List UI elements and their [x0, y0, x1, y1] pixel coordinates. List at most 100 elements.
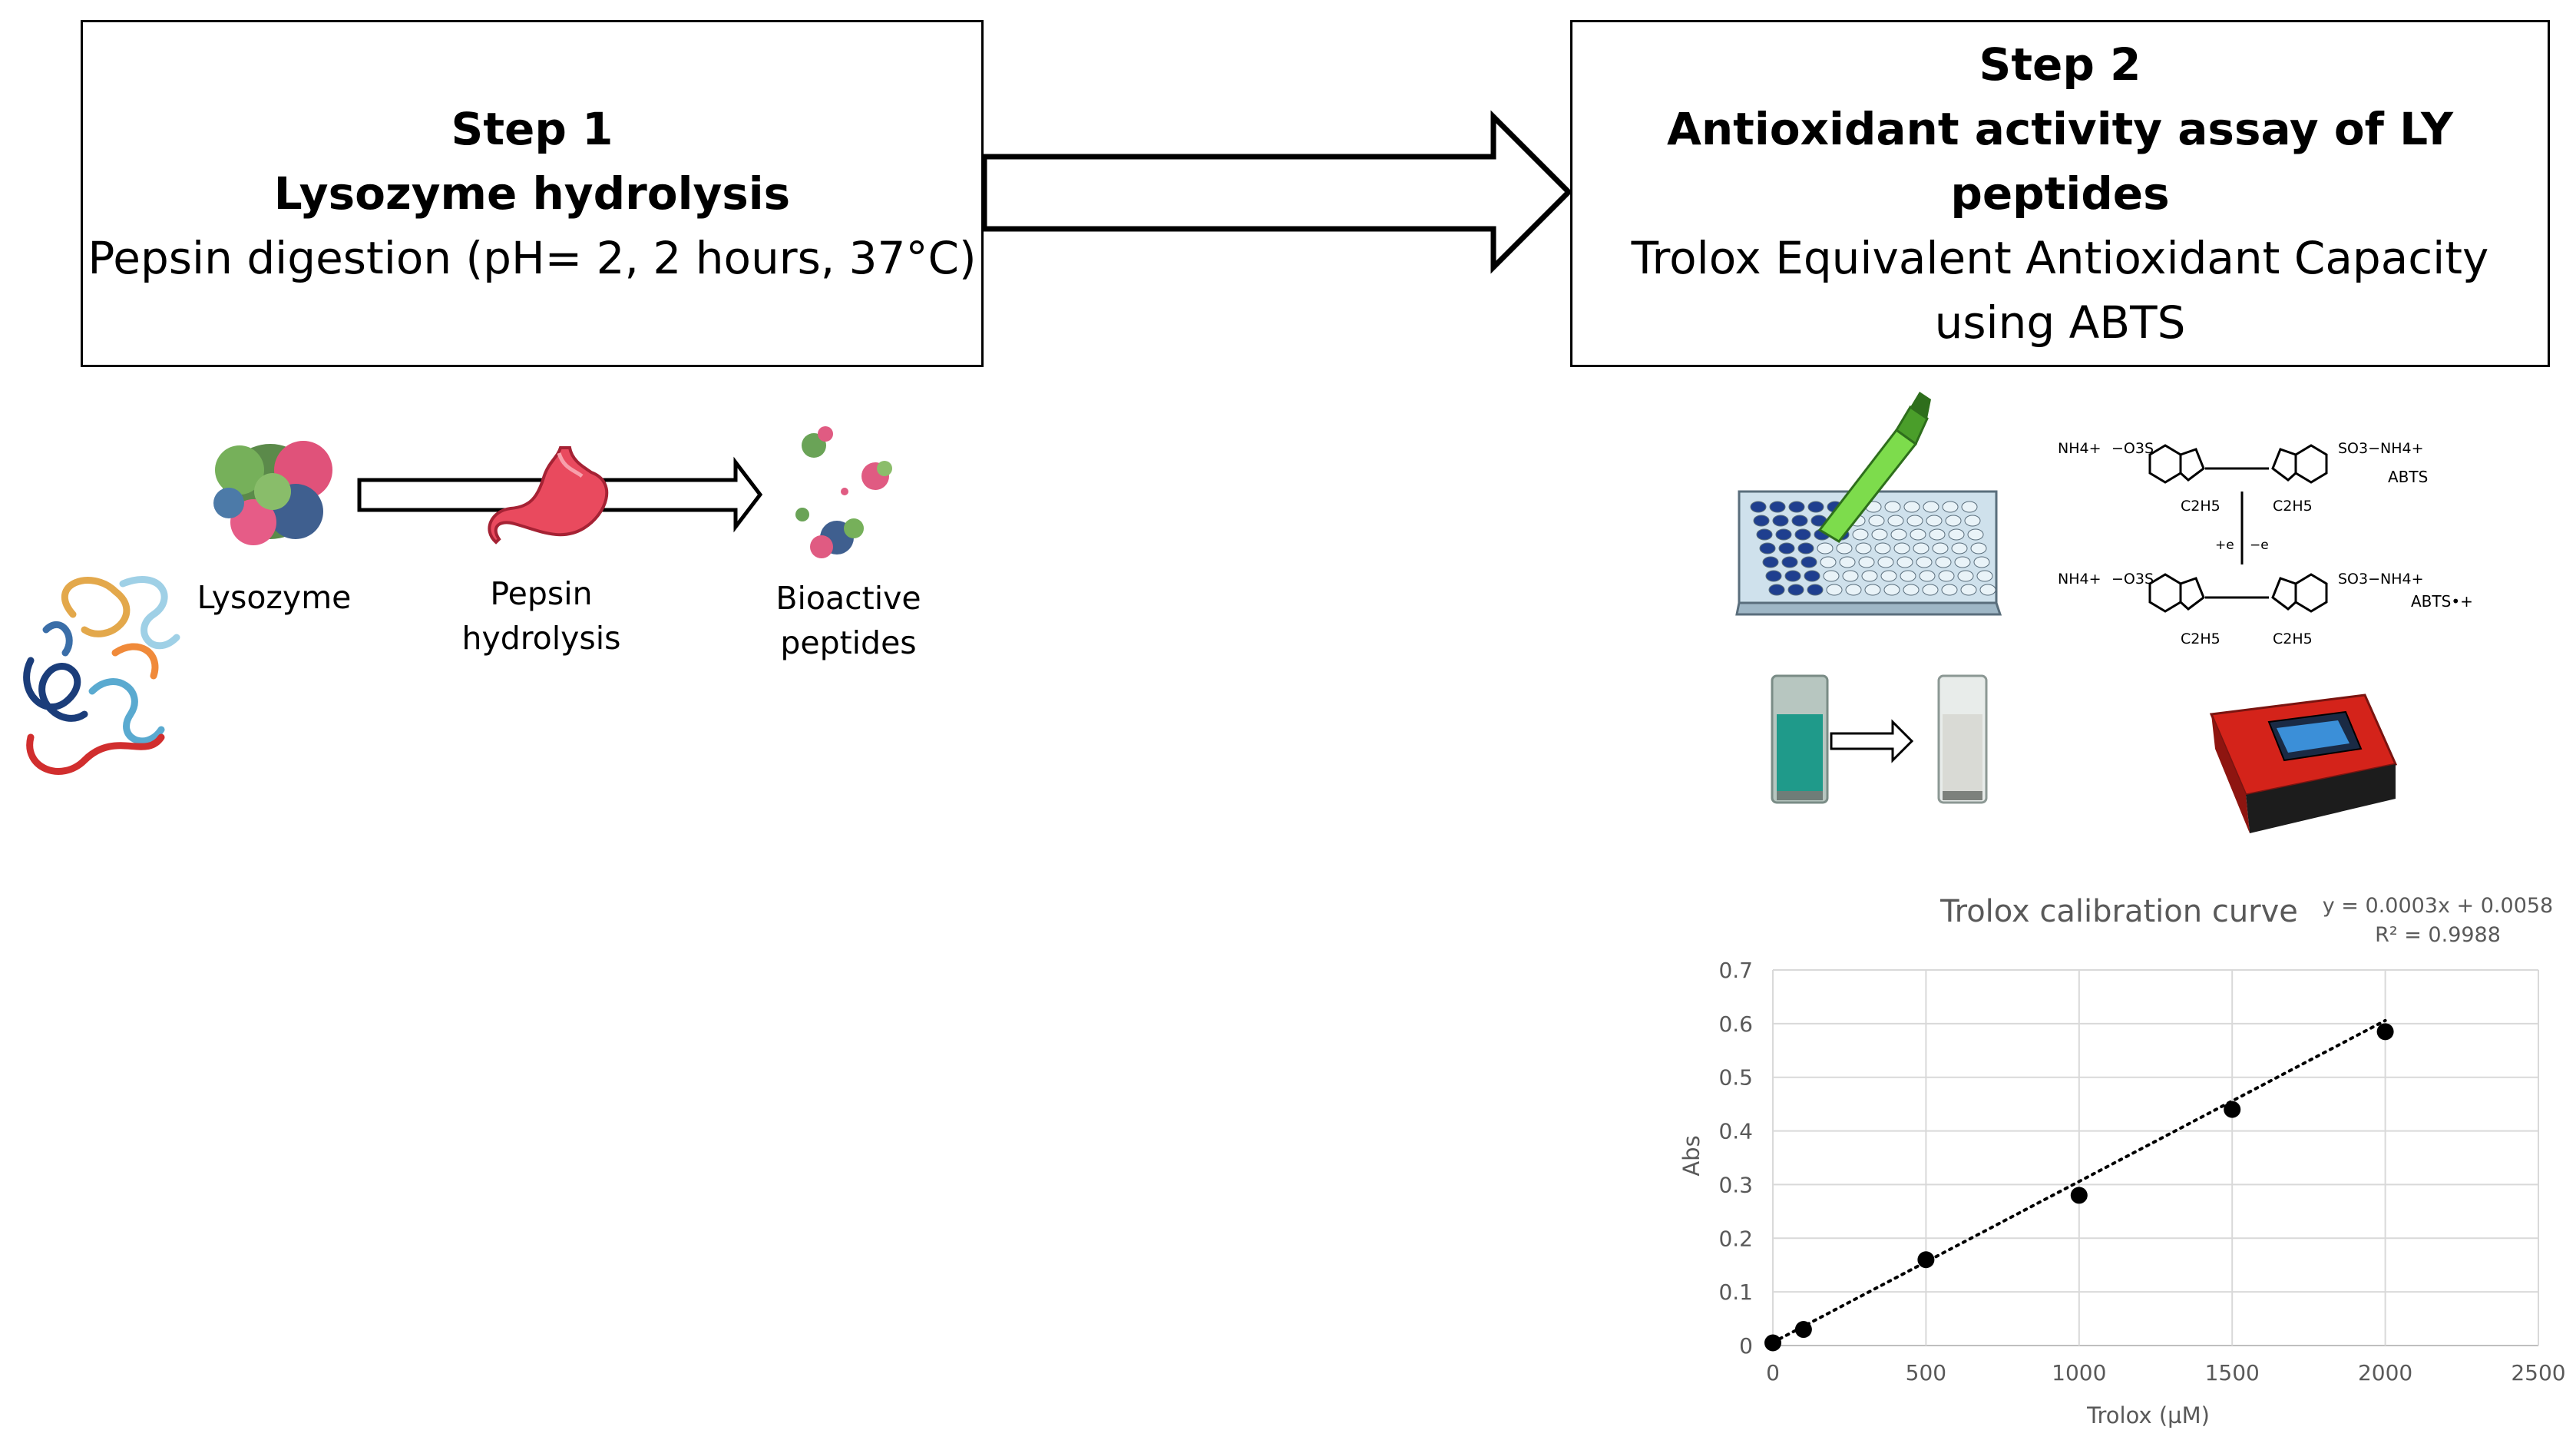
- microplate-well: [1842, 570, 1859, 582]
- stomach-icon: [488, 446, 609, 545]
- x-tick-label: 1500: [2205, 1360, 2260, 1385]
- abts-structure-icon: [2148, 444, 2328, 613]
- microplate-well: [1938, 570, 1955, 582]
- microplate-well: [1855, 542, 1872, 554]
- microplate-well: [1970, 542, 1987, 554]
- abts-ethyl-left-bottom: C2H5: [2181, 631, 2221, 647]
- x-tick-label: 0: [1766, 1360, 1780, 1385]
- color-change-arrow-icon: [1830, 719, 1914, 763]
- microplate-well: [1976, 570, 1993, 582]
- microplate-well: [1948, 528, 1965, 541]
- microplate-well: [1967, 528, 1984, 541]
- microplate-well: [1935, 556, 1952, 568]
- bioactive-label-line2: peptides: [780, 624, 917, 661]
- step1-box: Step 1 Lysozyme hydrolysis Pepsin digest…: [81, 20, 984, 367]
- microplate-well: [1845, 584, 1862, 596]
- reaction-reduce-label: +e: [2215, 538, 2234, 553]
- microplate-well: [1874, 542, 1891, 554]
- microplate-well: [1896, 556, 1913, 568]
- data-point: [2376, 1023, 2394, 1041]
- microplate-well: [1910, 528, 1926, 541]
- microplate-well: [1765, 570, 1782, 582]
- peptide-fragments-icon: [795, 426, 892, 558]
- abts-label-top: ABTS: [2388, 468, 2428, 486]
- microplate-well: [1807, 584, 1824, 596]
- abts-sulfonate-left-top: −O3S: [2111, 440, 2154, 457]
- cuvette-blue-icon: [1771, 674, 1829, 804]
- microplate-well: [1893, 542, 1910, 554]
- abts-cation-left-top: NH4+: [2058, 440, 2101, 457]
- lysozyme-protein-icon: [213, 441, 332, 545]
- microplate-well: [1836, 542, 1853, 554]
- spectrophotometer-icon: [2209, 694, 2398, 833]
- microplate-well: [1883, 584, 1900, 596]
- microplate-well: [1919, 570, 1936, 582]
- pipette-icon: [1817, 392, 1931, 543]
- microplate-well: [1916, 556, 1933, 568]
- microplate-well: [1787, 584, 1804, 596]
- microplate-well: [1759, 542, 1776, 554]
- abts-cation-right-top: NH4+: [2380, 440, 2424, 457]
- microplate-well: [1791, 515, 1808, 527]
- step2-detail-line1: Trolox Equivalent Antioxidant Capacity: [1631, 232, 2489, 284]
- trendline-r2: R² = 0.9988: [2375, 923, 2501, 947]
- microplate-well: [1903, 501, 1920, 513]
- lysozyme-label: Lysozyme: [197, 579, 352, 616]
- abts-cation-right-bottom: NH4+: [2380, 571, 2424, 588]
- microplate-well: [1951, 542, 1968, 554]
- microplate-well: [1868, 515, 1885, 527]
- step-arrow-icon: [981, 110, 1572, 274]
- microplate-well: [1877, 556, 1894, 568]
- microplate-well: [1778, 542, 1795, 554]
- microplate-well: [1884, 501, 1901, 513]
- microplate-well: [1794, 528, 1811, 541]
- microplate-well: [1880, 570, 1897, 582]
- microplate-well: [1960, 584, 1977, 596]
- trendline: [1771, 1018, 2387, 1344]
- data-point: [2224, 1101, 2241, 1118]
- step2-box: Step 2 Antioxidant activity assay of LY …: [1570, 20, 2550, 367]
- microplate-well: [1839, 556, 1856, 568]
- microplate-well: [1923, 501, 1939, 513]
- x-axis-label: Trolox (µM): [2086, 1402, 2210, 1428]
- step1-title: Step 1: [451, 103, 613, 155]
- microplate-well: [1961, 501, 1978, 513]
- microplate-well: [1979, 584, 1996, 596]
- microplate-well: [1973, 556, 1990, 568]
- microplate-well: [1861, 570, 1878, 582]
- microplate-well: [1945, 515, 1962, 527]
- microplate-well: [1801, 556, 1817, 568]
- microplate-well: [1817, 542, 1834, 554]
- microplate-well: [1871, 528, 1888, 541]
- microplate-well: [1890, 528, 1907, 541]
- data-point: [1764, 1334, 1781, 1352]
- microplate-well: [1769, 501, 1786, 513]
- microplate-well: [1926, 515, 1943, 527]
- microplate-well: [1768, 584, 1785, 596]
- microplate-well: [1820, 556, 1837, 568]
- step2-title: Step 2: [1979, 38, 2141, 91]
- y-tick-label: 0.7: [1718, 958, 1753, 983]
- data-point: [1917, 1251, 1935, 1269]
- microplate-well: [1784, 570, 1801, 582]
- microplate-well: [1804, 570, 1820, 582]
- data-point: [1794, 1321, 1812, 1339]
- microplate-well: [1932, 542, 1949, 554]
- microplate-well: [1942, 501, 1959, 513]
- microplate-well: [1781, 556, 1798, 568]
- cuvette-clear-icon: [1937, 674, 1988, 804]
- chart-title: Trolox calibration curve: [1939, 894, 2298, 929]
- x-tick-label: 2500: [2511, 1360, 2565, 1385]
- microplate-well: [1903, 584, 1920, 596]
- microplate-well: [1788, 501, 1805, 513]
- x-tick-label: 2000: [2358, 1360, 2412, 1385]
- abts-label-bottom: ABTS•+: [2411, 592, 2473, 611]
- microplate-well: [1957, 570, 1974, 582]
- step2-subtitle: Antioxidant activity assay of LY peptide…: [1666, 103, 2454, 220]
- x-tick-label: 1000: [2052, 1360, 2106, 1385]
- microplate-well: [1775, 528, 1792, 541]
- microplate-well: [1823, 570, 1840, 582]
- microplate-well: [1753, 515, 1770, 527]
- microplate-well: [1852, 528, 1869, 541]
- abts-cation-left-bottom: NH4+: [2058, 571, 2101, 588]
